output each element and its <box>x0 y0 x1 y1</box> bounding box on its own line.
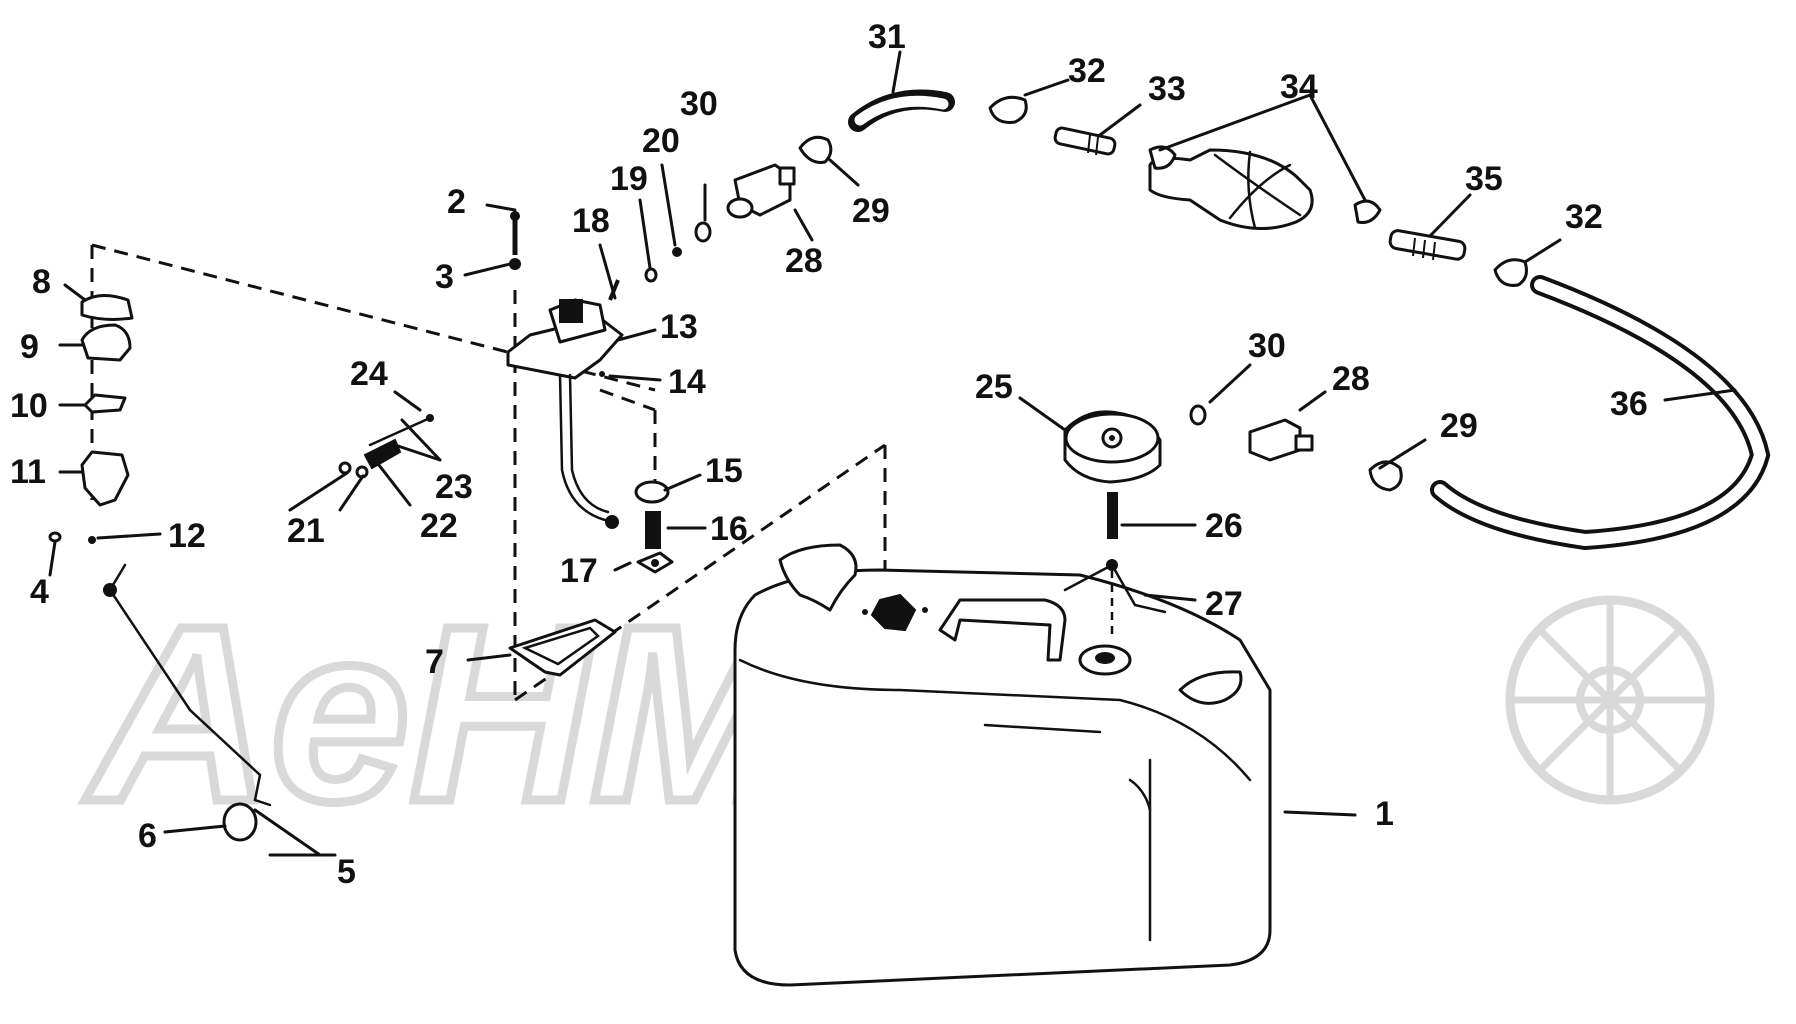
gauge-components <box>48 294 134 544</box>
clamp-right <box>1493 258 1528 287</box>
callout-7: 7 <box>425 643 444 681</box>
callout-15: 15 <box>705 452 743 490</box>
callout-30-upper: 30 <box>680 85 718 123</box>
seal-lower <box>1189 404 1207 426</box>
connector-upper <box>726 163 796 219</box>
callout-27: 27 <box>1205 585 1243 623</box>
clip-upper <box>798 135 833 164</box>
float-arm-and-float <box>103 563 272 842</box>
callout-19: 19 <box>610 160 648 198</box>
callout-32-right: 32 <box>1565 198 1603 236</box>
callout-13: 13 <box>660 308 698 346</box>
callout-11: 11 <box>10 453 46 491</box>
callout-5: 5 <box>337 853 356 891</box>
vent-valve-parts <box>338 414 434 479</box>
callout-14: 14 <box>668 363 706 401</box>
callout-17: 17 <box>560 552 598 590</box>
clamp-upper <box>988 95 1028 124</box>
callout-12: 12 <box>168 517 206 555</box>
callout-1: 1 <box>1375 795 1394 833</box>
filler-cap <box>1063 410 1162 484</box>
check-valve-parts <box>634 480 674 574</box>
vent-pin-and-tether <box>1063 492 1167 640</box>
callout-32-upper: 32 <box>1068 52 1106 90</box>
screw-and-washer <box>509 211 521 270</box>
callout-35: 35 <box>1465 160 1503 198</box>
callout-30-lower: 30 <box>1248 327 1286 365</box>
hose-fitting-left <box>1053 126 1117 156</box>
callout-25: 25 <box>975 368 1013 406</box>
callout-3: 3 <box>435 258 454 296</box>
leader-lines <box>48 50 1737 857</box>
callout-4: 4 <box>30 573 49 611</box>
callout-8: 8 <box>32 263 51 301</box>
callout-31: 31 <box>868 18 906 56</box>
gauge-assembly <box>506 279 624 529</box>
primer-bulb <box>1148 145 1382 231</box>
callout-9: 9 <box>20 328 39 366</box>
hose-long <box>1430 275 1771 551</box>
callout-10: 10 <box>10 387 48 425</box>
callout-2: 2 <box>447 183 466 221</box>
callout-22: 22 <box>420 507 458 545</box>
callout-20: 20 <box>642 122 680 160</box>
connector-lower <box>1248 418 1314 462</box>
callout-26: 26 <box>1205 507 1243 545</box>
hose-fitting-right <box>1388 229 1467 261</box>
callout-29-lower: 29 <box>1440 407 1478 445</box>
callout-labels: 1 2 3 4 5 6 7 8 9 10 11 12 13 14 15 16 1… <box>10 18 1648 891</box>
callout-16: 16 <box>710 510 748 548</box>
callout-36: 36 <box>1610 385 1648 423</box>
callout-24: 24 <box>350 355 388 393</box>
callout-29-upper: 29 <box>852 192 890 230</box>
callout-6: 6 <box>138 817 157 855</box>
callout-18: 18 <box>572 202 610 240</box>
clip-lower <box>1368 460 1403 492</box>
callout-21: 21 <box>287 512 325 550</box>
callout-28-upper: 28 <box>785 242 823 280</box>
gasket <box>508 618 617 677</box>
callout-28-lower: 28 <box>1332 360 1370 398</box>
small-seals-upper <box>644 221 712 283</box>
callout-33: 33 <box>1148 70 1186 108</box>
callout-34: 34 <box>1280 68 1318 106</box>
callout-23: 23 <box>435 468 473 506</box>
fuel-tank <box>733 543 1272 987</box>
